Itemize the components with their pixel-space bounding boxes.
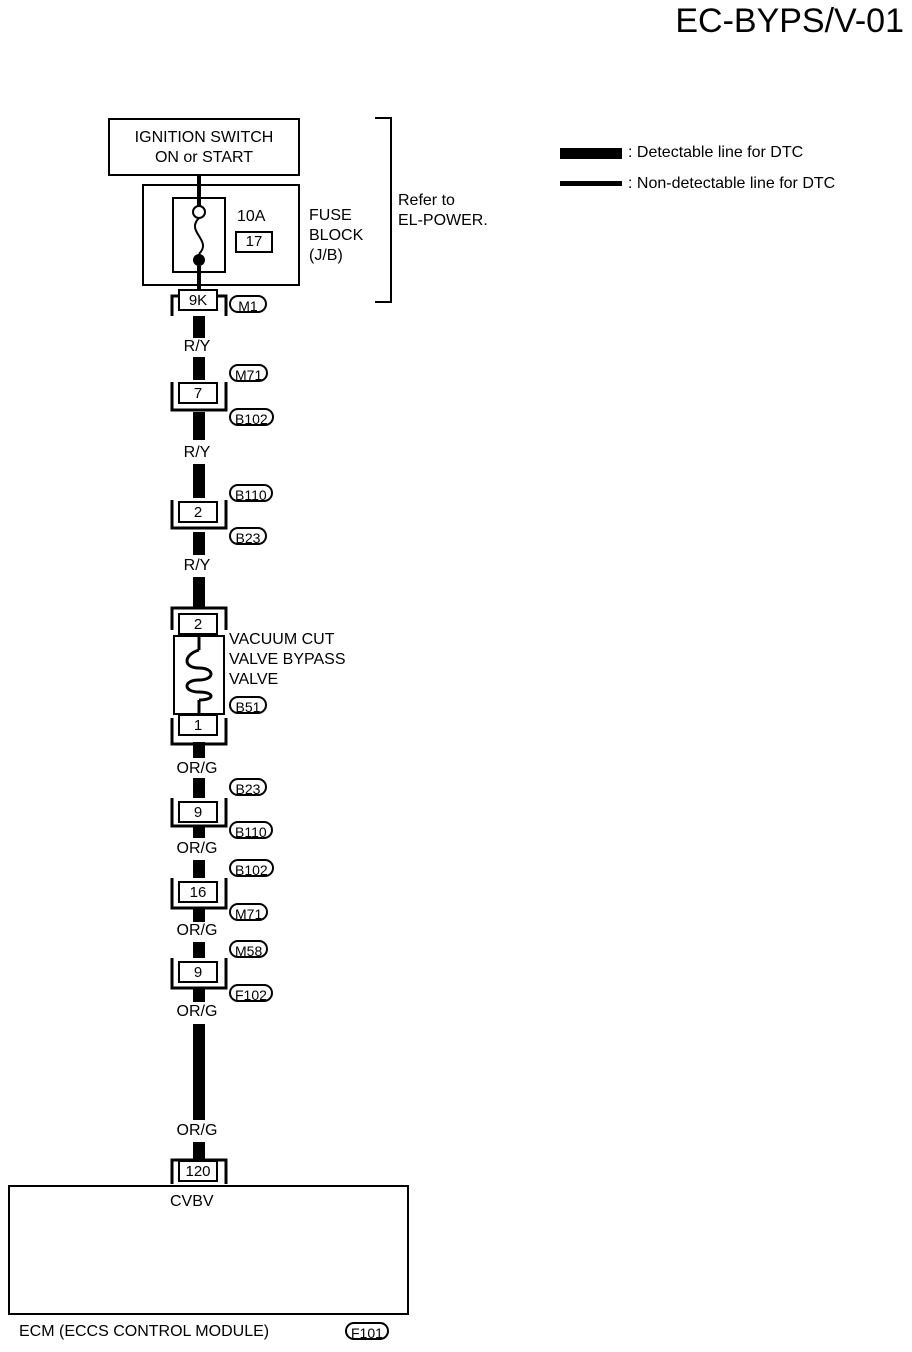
connector-pin-7: 7 bbox=[178, 382, 218, 404]
ecm-terminal-cvbv: CVBV bbox=[170, 1193, 214, 1210]
connector-id-b51: B51 bbox=[229, 696, 267, 715]
fuse-number: 17 bbox=[235, 231, 273, 253]
connector-id-m1: M1 bbox=[229, 295, 267, 314]
connector-id-b110-2: B110 bbox=[229, 821, 273, 840]
connector-pin-9-a: 9 bbox=[178, 801, 218, 823]
fuse-block-label-3: (J/B) bbox=[309, 247, 343, 264]
ignition-switch-label: IGNITION SWITCH bbox=[134, 129, 274, 146]
connector-id-f102: F102 bbox=[229, 984, 273, 1003]
wire-color-3: R/Y bbox=[183, 557, 211, 574]
connector-id-b102-2: B102 bbox=[229, 859, 274, 878]
legend-detectable-text: : Detectable line for DTC bbox=[628, 144, 804, 161]
fuse-block-label-1: FUSE bbox=[309, 207, 352, 224]
legend-detectable-swatch bbox=[560, 148, 622, 159]
ignition-switch-box: IGNITION SWITCH ON or START bbox=[108, 118, 300, 176]
wire-color-6: OR/G bbox=[176, 922, 218, 939]
fuse-rating: 10A bbox=[237, 208, 266, 225]
refer-label-1: Refer to bbox=[398, 192, 455, 209]
legend-nondetectable-swatch bbox=[560, 181, 622, 186]
ignition-switch-state: ON or START bbox=[154, 149, 254, 166]
connector-id-m71-2: M71 bbox=[229, 903, 269, 922]
refer-bracket bbox=[375, 117, 392, 303]
connector-id-b23: B23 bbox=[229, 527, 267, 546]
fuse-block-box bbox=[142, 184, 300, 286]
legend-nondetectable-text: : Non-detectable line for DTC bbox=[628, 175, 836, 192]
fuse-block-label-2: BLOCK bbox=[309, 227, 364, 244]
wire-color-7: OR/G bbox=[176, 1003, 218, 1020]
connector-id-m58: M58 bbox=[229, 940, 269, 959]
connector-pin-16: 16 bbox=[178, 881, 218, 903]
connector-id-m71: M71 bbox=[229, 364, 269, 383]
connector-id-b110: B110 bbox=[229, 484, 273, 503]
wire-color-2: R/Y bbox=[183, 444, 211, 461]
connector-pin-2: 2 bbox=[178, 501, 218, 523]
page-title: EC-BYPS/V-01 bbox=[675, 2, 904, 40]
valve-coil bbox=[185, 648, 213, 702]
valve-label-1: VACUUM CUT bbox=[229, 631, 335, 648]
connector-id-b23-2: B23 bbox=[229, 778, 267, 797]
refer-label-2: EL-POWER. bbox=[398, 212, 488, 229]
ecm-pin-120: 120 bbox=[178, 1160, 218, 1182]
valve-label-2: VALVE BYPASS bbox=[229, 651, 346, 668]
wire-color-8: OR/G bbox=[176, 1122, 218, 1139]
wire-color-4: OR/G bbox=[176, 760, 218, 777]
connector-pin-9k: 9K bbox=[178, 289, 218, 311]
valve-pin-1: 1 bbox=[178, 714, 218, 736]
wire-color-1: R/Y bbox=[183, 338, 211, 355]
connector-pin-9-b: 9 bbox=[178, 961, 218, 983]
valve-label-3: VALVE bbox=[229, 671, 279, 688]
valve-pin-2: 2 bbox=[178, 613, 218, 635]
ecm-label: ECM (ECCS CONTROL MODULE) bbox=[19, 1323, 270, 1340]
connector-id-f101: F101 bbox=[345, 1322, 389, 1341]
ecm-box bbox=[8, 1185, 409, 1315]
wire-color-5: OR/G bbox=[176, 840, 218, 857]
connector-id-b102: B102 bbox=[229, 408, 274, 427]
